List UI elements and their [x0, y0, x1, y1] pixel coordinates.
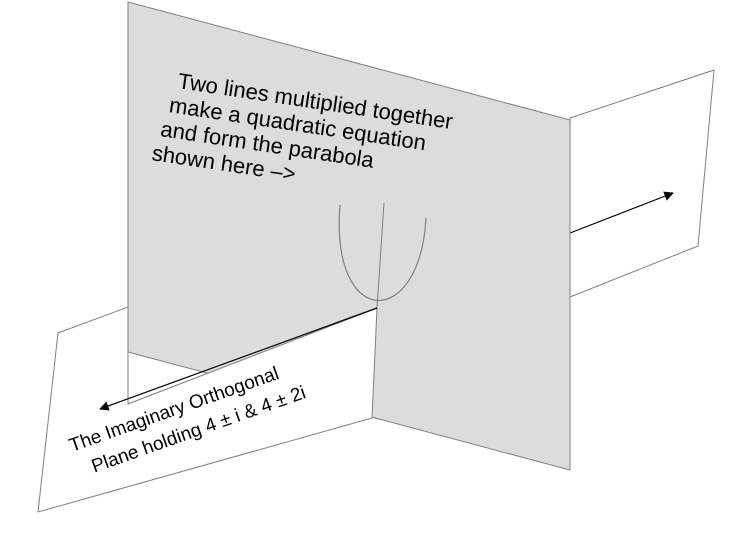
parabola [338, 204, 427, 301]
right-orthogonal-plane [569, 69, 715, 298]
right-plane-arrow [569, 191, 674, 234]
plane-intersection-line [376, 202, 385, 309]
vertical-plane [127, 1, 571, 471]
imaginary-plane-arrow [99, 307, 378, 411]
